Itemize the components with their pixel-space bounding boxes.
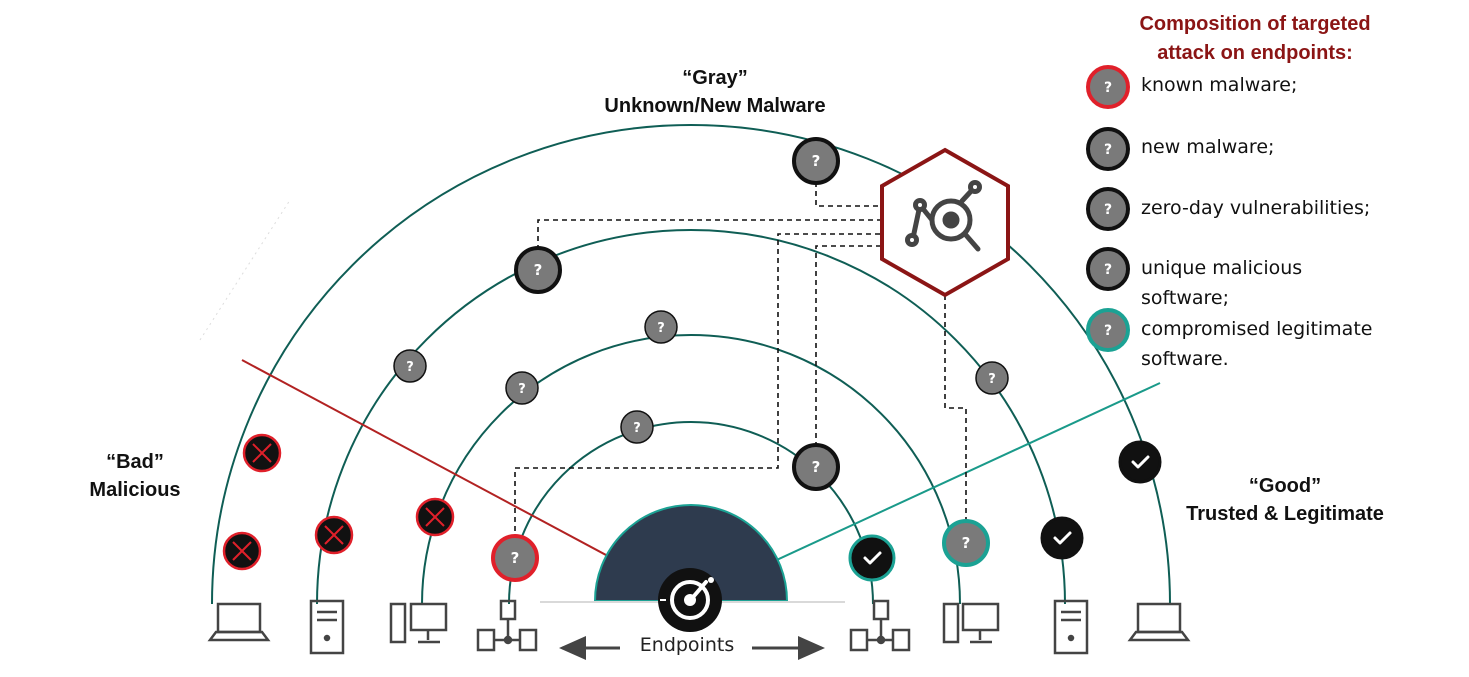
arc-ring-3 (421, 334, 961, 605)
question-mark-glyph: ? (962, 534, 971, 552)
question-mark-glyph: ? (1104, 202, 1112, 218)
dashed-connectors (514, 182, 967, 540)
legend-title: Composition of targeted attack on endpoi… (1110, 10, 1400, 68)
desktop-computer-icon (942, 602, 1000, 644)
question-mark-glyph: ? (1104, 262, 1112, 278)
question-mark-glyph: ? (812, 152, 821, 170)
unknown-question-icon: ? (792, 443, 840, 491)
bad-zone-label: “Bad” Malicious (60, 448, 210, 504)
gray-zone-title: “Gray” (682, 67, 748, 89)
good-zone-subtitle: Trusted & Legitimate (1186, 503, 1384, 525)
question-mark-glyph: ? (1104, 80, 1112, 96)
legend-marker-gray-question-red-ring: ? (1086, 65, 1130, 109)
decorative-dotted-line (199, 199, 291, 341)
legend-marker-gray-question-teal-ring: ? (1086, 308, 1130, 352)
server-tower-icon (1053, 599, 1089, 655)
unknown-question-icon: ? (491, 534, 539, 582)
unknown-question-icon: ? (505, 371, 539, 405)
laptop-icon (207, 602, 271, 642)
legend-item-compromised-legit: compromised legitimate (1141, 318, 1373, 340)
threat-nodes: ?????????? (222, 137, 1162, 582)
radar-target-icon (658, 568, 722, 632)
trusted-check-icon (1118, 440, 1162, 484)
unknown-question-icon: ? (514, 246, 562, 294)
question-mark-glyph: ? (657, 321, 665, 336)
network-topology-icon (476, 599, 538, 652)
gray-zone-label: “Gray” Unknown/New Malware (600, 64, 830, 120)
gray-zone-subtitle: Unknown/New Malware (604, 95, 826, 117)
laptop-icon (1127, 602, 1191, 642)
malicious-x-icon (242, 433, 282, 473)
unknown-question-icon: ? (942, 519, 990, 567)
legend-item-zero-day: zero-day vulnerabilities; (1141, 197, 1371, 219)
malicious-x-icon (415, 497, 455, 537)
legend-title-line2: attack on endpoints: (1157, 42, 1353, 64)
hub-half-disk (593, 504, 789, 602)
legend-item-compromised-legit-cont: software. (1141, 348, 1229, 370)
node-search-icon (905, 180, 982, 252)
bad-zone-title: “Bad” (106, 451, 164, 473)
legend-item-unique-malicious: unique malicious (1141, 257, 1303, 279)
network-topology-icon (849, 599, 911, 652)
legend-title-line1: Composition of targeted (1139, 13, 1371, 35)
question-mark-glyph: ? (518, 382, 526, 397)
legend-markers: ????? (1086, 65, 1130, 352)
trusted-check-icon (848, 534, 896, 582)
arc-ring-4 (508, 421, 874, 605)
question-mark-glyph: ? (534, 261, 543, 279)
question-mark-glyph: ? (988, 372, 996, 387)
legend-marker-gray-question-black-ring: ? (1086, 247, 1130, 291)
desktop-computer-icon (389, 602, 448, 644)
legend-item-unique-malicious-cont: software; (1141, 287, 1229, 309)
unknown-question-icon: ? (792, 137, 840, 185)
unknown-question-icon: ? (644, 310, 678, 344)
trusted-check-icon (1040, 516, 1084, 560)
good-zone-label: “Good” Trusted & Legitimate (1160, 472, 1410, 528)
malicious-x-icon (222, 531, 262, 571)
server-tower-icon (309, 599, 345, 655)
arc-ring-2 (316, 229, 1066, 605)
legend-marker-gray-question-black-ring: ? (1086, 187, 1130, 231)
unknown-question-icon: ? (620, 410, 654, 444)
bad-zone-subtitle: Malicious (89, 479, 181, 501)
question-mark-glyph: ? (406, 360, 414, 375)
unknown-question-icon: ? (975, 361, 1009, 395)
unknown-question-icon: ? (393, 349, 427, 383)
question-mark-glyph: ? (812, 458, 821, 476)
legend-item-new-malware: new malware; (1141, 136, 1275, 158)
legend-marker-gray-question-black-ring: ? (1086, 127, 1130, 171)
malicious-x-icon (314, 515, 354, 555)
question-mark-glyph: ? (511, 549, 520, 567)
legend-item-known-malware: known malware; (1141, 74, 1298, 96)
question-mark-glyph: ? (1104, 142, 1112, 158)
endpoints-label: Endpoints (627, 634, 747, 656)
good-zone-title: “Good” (1248, 475, 1322, 497)
question-mark-glyph: ? (1104, 323, 1112, 339)
question-mark-glyph: ? (633, 421, 641, 436)
